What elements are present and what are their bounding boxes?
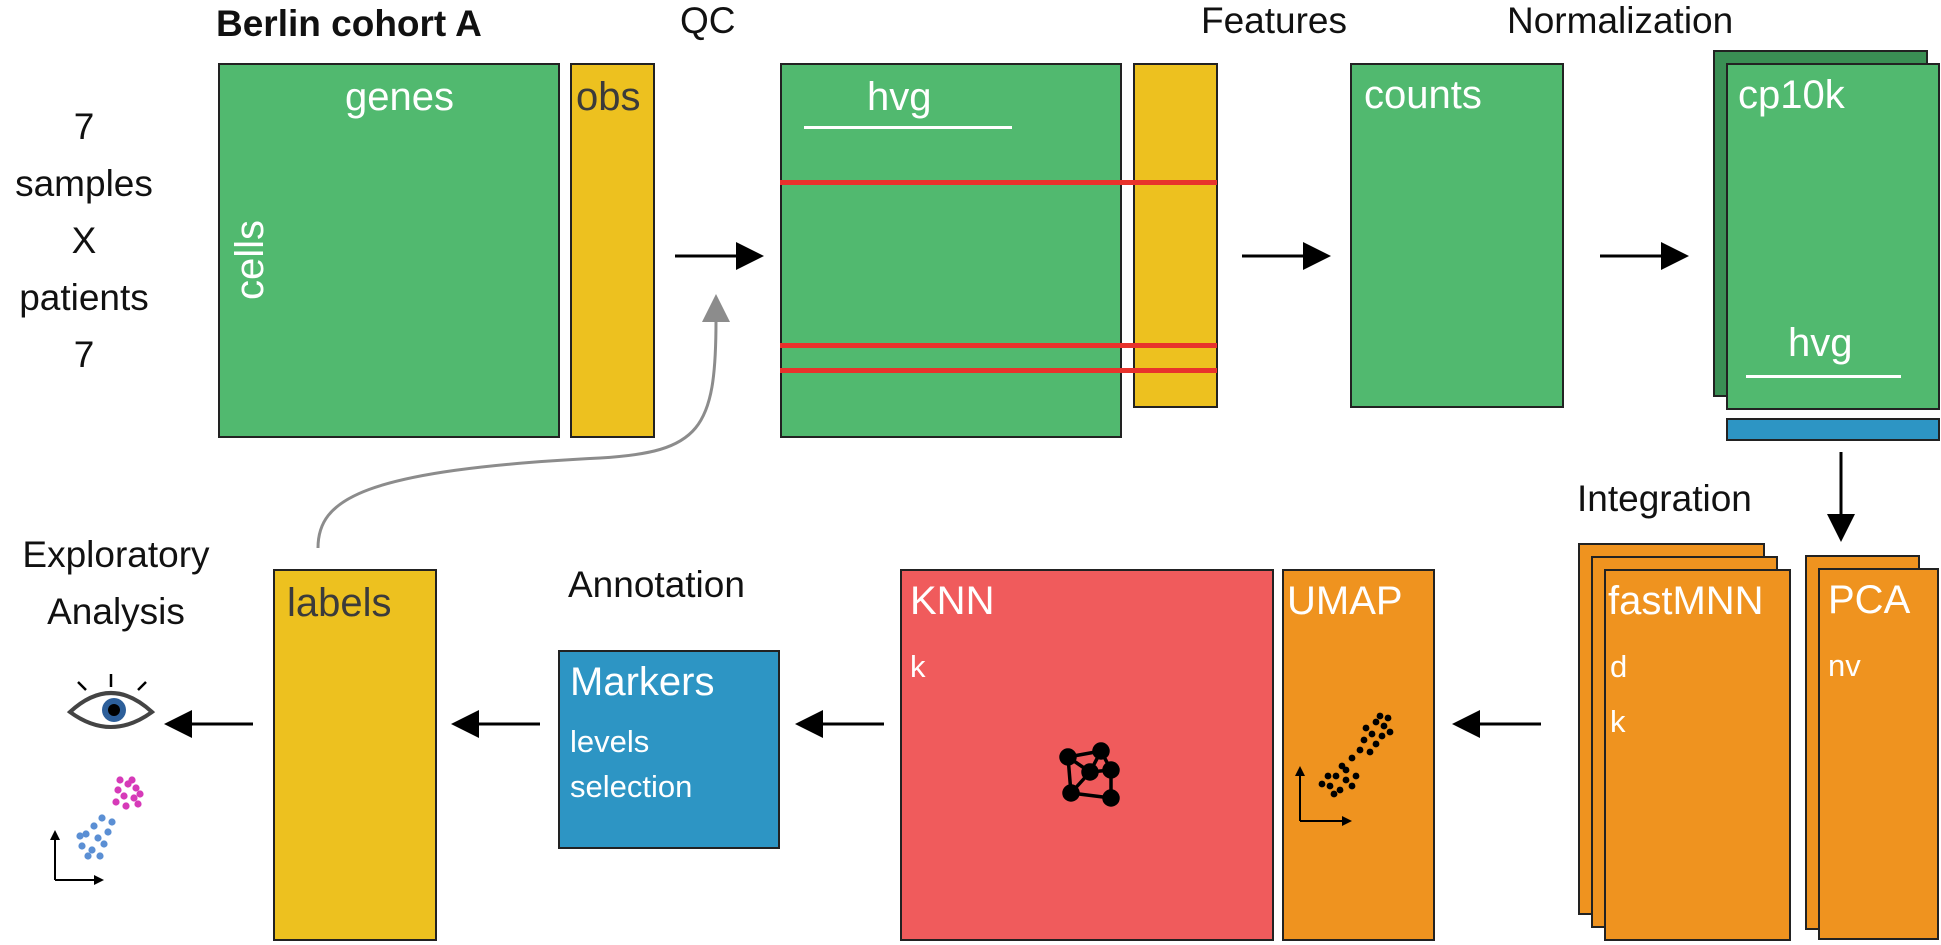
raw-matrix: genes cells [218, 63, 560, 438]
fastmnn-param-d: d [1610, 649, 1628, 684]
arrow-icon [1827, 452, 1855, 542]
times-symbol: X [71, 220, 97, 261]
counts-matrix: counts [1350, 63, 1564, 408]
obs-label: obs [576, 75, 641, 119]
genes-label: genes [345, 75, 454, 119]
markers-box: Markers levels selection [558, 650, 780, 849]
fastmnn-box: fastMNN d k [1604, 569, 1791, 941]
stage-label-analysis: Analysis [47, 591, 185, 632]
knn-param: k [910, 649, 926, 684]
markers-selection: selection [570, 769, 693, 804]
pca-box: PCA nv [1818, 568, 1939, 940]
patients-count: 7 [73, 334, 95, 375]
arrow-icon [795, 710, 884, 738]
labels-box: labels [273, 569, 437, 941]
cp10k-label: cp10k [1738, 73, 1845, 117]
labels-label: labels [287, 581, 392, 625]
qc-filter-line [780, 180, 1217, 185]
counts-label: counts [1364, 73, 1482, 117]
stage-label-annotation: Annotation [568, 564, 745, 605]
pca-label: PCA [1828, 578, 1911, 622]
dimension-stack: 7 samples X patients 7 [0, 108, 168, 393]
hvg-band [1726, 418, 1940, 441]
stage-label-normalization: Normalization [1507, 0, 1734, 41]
qc-filter-line [780, 368, 1217, 373]
feedback-arrow-icon [316, 294, 730, 549]
samples-count: 7 [73, 106, 95, 147]
scatter-plot-icon [50, 776, 144, 885]
markers-label: Markers [570, 660, 715, 704]
arrow-icon [675, 242, 764, 270]
stage-label-features: Features [1201, 0, 1348, 41]
samples-label: samples [15, 163, 153, 204]
arrow-icon [1600, 242, 1689, 270]
knn-label: KNN [910, 579, 995, 623]
obs-column: obs [570, 63, 655, 438]
cohort-title: Berlin cohort A [216, 3, 482, 44]
stage-label-qc: QC [680, 0, 736, 41]
arrow-icon [1242, 242, 1331, 270]
stage-label-exploratory: Exploratory [22, 534, 210, 575]
eye-icon [66, 674, 156, 729]
qc-hvg-underline [804, 126, 1012, 129]
fastmnn-label: fastMNN [1608, 579, 1764, 623]
umap-label: UMAP [1287, 579, 1403, 623]
patients-label: patients [19, 277, 149, 318]
cp10k-matrix: cp10k hvg [1726, 63, 1940, 410]
norm-hvg-underline [1746, 375, 1901, 378]
graph-network-icon [1059, 742, 1120, 807]
umap-box: UMAP [1282, 569, 1435, 941]
qc-filter-line [780, 343, 1217, 348]
arrow-icon [1452, 710, 1541, 738]
umap-scatter-icon [1295, 712, 1394, 826]
qc-matrix: hvg [780, 63, 1122, 438]
qc-obs-column [1133, 63, 1218, 408]
arrow-icon [451, 710, 540, 738]
pca-param: nv [1828, 648, 1861, 683]
qc-hvg-label: hvg [867, 75, 932, 119]
markers-levels: levels [570, 724, 650, 759]
norm-hvg-label: hvg [1788, 321, 1853, 365]
fastmnn-param-k: k [1610, 704, 1626, 739]
arrow-icon [164, 710, 253, 738]
stage-label-integration: Integration [1577, 478, 1752, 519]
